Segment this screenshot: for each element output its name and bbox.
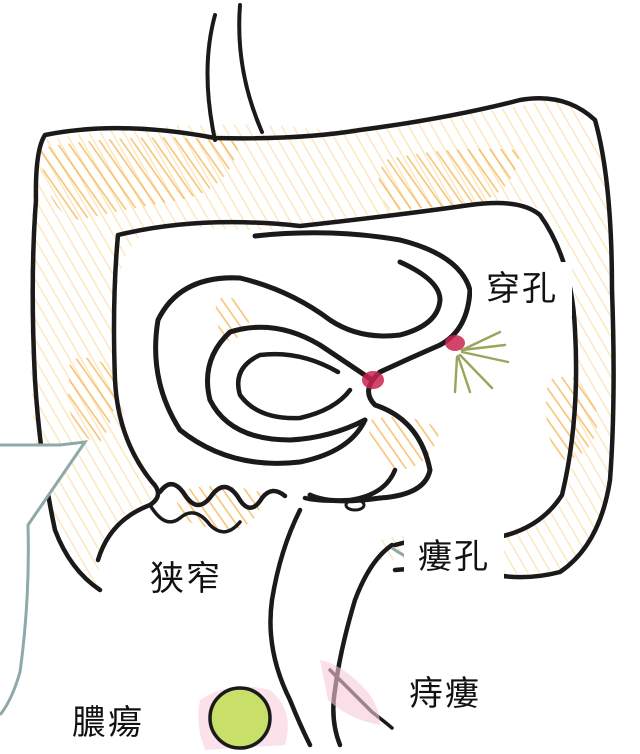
shading-top-right xyxy=(378,148,520,210)
stenosis-wavy xyxy=(157,482,288,510)
perforation-rays xyxy=(453,330,510,394)
small-intestine-outer xyxy=(252,230,473,504)
label-fistula: 瘻孔 xyxy=(404,530,504,584)
upper-tube-right xyxy=(237,3,264,134)
upper-tube-left xyxy=(205,13,217,142)
perforation-spot-lower xyxy=(362,371,384,389)
abscess xyxy=(208,686,272,750)
label-abscess: 膿瘍 xyxy=(58,696,158,750)
shading-left xyxy=(68,357,118,445)
callout-bubble xyxy=(0,440,89,716)
colon-outer xyxy=(30,95,616,593)
small-intestine-coil-2 xyxy=(205,324,375,443)
label-stenosis: 狭窄 xyxy=(136,552,236,606)
colon-inner xyxy=(95,200,579,563)
perforation-spot-upper xyxy=(445,335,465,351)
small-intestine-inner-coil xyxy=(236,351,353,421)
small-intestine-coil-1 xyxy=(153,259,443,466)
fistula-opening xyxy=(344,498,366,512)
anal-fistula-shading xyxy=(320,660,380,725)
shading-top-left xyxy=(40,137,240,220)
label-anal-fistula: 痔瘻 xyxy=(395,667,495,721)
rectum-right xyxy=(331,542,395,748)
label-perforation: 穿孔 xyxy=(472,262,572,316)
shading-inner-right xyxy=(369,416,440,470)
stenosis-wavy-lower xyxy=(148,503,242,534)
shading-inner-left xyxy=(215,297,250,341)
colon-light-fill xyxy=(29,98,614,590)
rectum-left xyxy=(268,507,313,748)
